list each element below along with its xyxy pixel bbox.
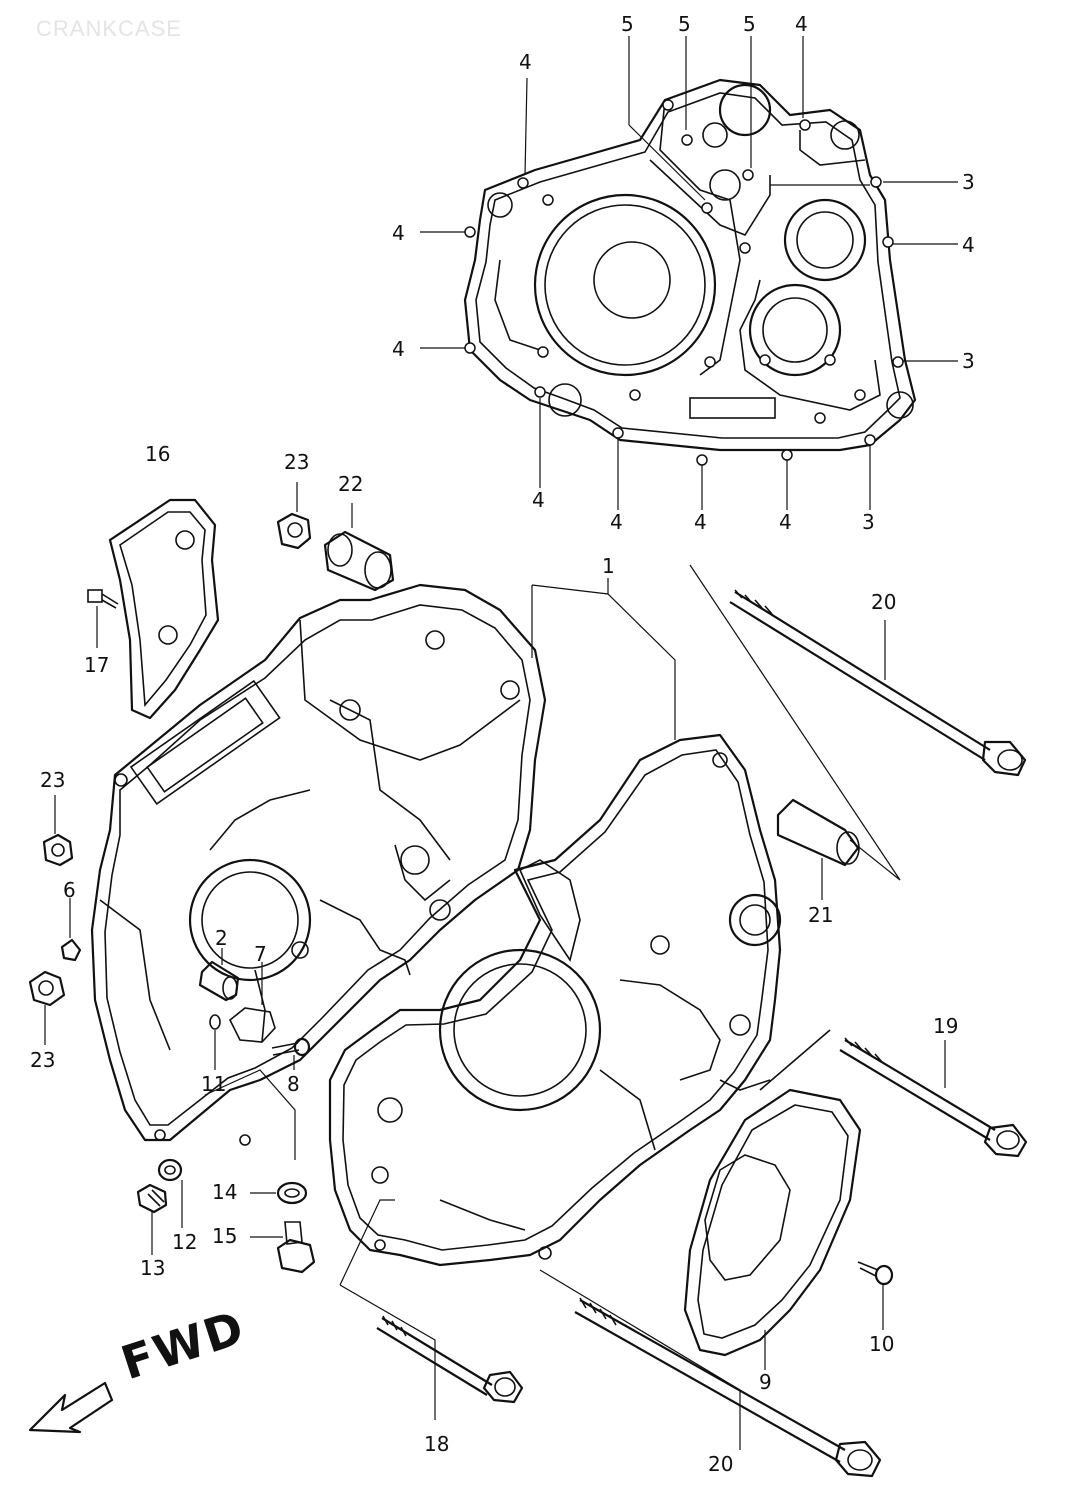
part-20-upper-bolt [689,564,1027,881]
part-11-leader [204,1069,296,1160]
callout-part-23: 23 [284,450,310,474]
part-11-oring [209,1014,221,1070]
callout-part-4: 4 [795,12,808,36]
callout-part-11: 11 [201,1072,227,1096]
callout-part-4: 4 [519,50,532,74]
callout-part-3: 3 [862,510,875,534]
callout-part-20: 20 [708,1452,734,1476]
part-9-cover [683,1029,862,1370]
part-19-bolt [839,1037,1028,1158]
part-6-plug [60,898,82,962]
page-title: CRANKCASE [36,16,182,41]
crankcase-gasket [463,78,917,466]
callout-part-23: 23 [30,1048,56,1072]
fwd-arrow-icon [28,1381,114,1434]
callout-part-14: 14 [212,1180,238,1204]
callout-part-2: 2 [215,926,228,950]
callout-part-7: 7 [254,942,267,966]
part-2-dowel [198,948,240,1002]
part-15-plug [250,1221,316,1274]
part-23-nut-left-upper [42,795,74,867]
callout-part-4: 4 [962,233,975,257]
callout-part-17: 17 [84,653,110,677]
part-20-lower-bolt [539,1269,882,1478]
callout-part-4: 4 [610,510,623,534]
callout-part-3: 3 [962,349,975,373]
callout-part-5: 5 [743,12,756,36]
callout-part-16: 16 [145,442,171,466]
part-23-nut-left-lower [28,970,66,1045]
part-7-clip [228,962,276,1043]
callout-part-23: 23 [40,768,66,792]
callout-part-18: 18 [424,1432,450,1456]
callout-part-9: 9 [759,1370,772,1394]
callout-part-3: 3 [962,170,975,194]
callout-part-1: 1 [602,554,615,578]
gasket-leader-lines [420,36,958,510]
part-8-bolt [271,1037,311,1070]
part-10-screw [857,1261,894,1330]
callout-part-22: 22 [338,472,364,496]
part-1-leader [531,578,676,740]
callout-part-10: 10 [869,1332,895,1356]
part-16-bracket [108,498,220,720]
callout-part-4: 4 [532,488,545,512]
callout-part-15: 15 [212,1224,238,1248]
callout-part-6: 6 [63,878,76,902]
callout-part-4: 4 [779,510,792,534]
callout-part-21: 21 [808,903,834,927]
callout-part-12: 12 [172,1230,198,1254]
callout-part-4: 4 [694,510,707,534]
callout-part-13: 13 [140,1256,166,1280]
part-21-dowel [776,798,860,900]
callout-part-4: 4 [392,221,405,245]
part-14-washer [250,1181,308,1205]
part-17-screw [87,589,119,648]
part-23-nut-top [276,482,312,550]
callout-part-19: 19 [933,1014,959,1038]
part-22-dowel [323,503,395,592]
callout-part-5: 5 [678,12,691,36]
callout-part-8: 8 [287,1072,300,1096]
crankcase-body [90,583,782,1267]
callout-part-20: 20 [871,590,897,614]
part-18-bolt [339,1199,524,1420]
callout-part-5: 5 [621,12,634,36]
callout-part-4: 4 [392,337,405,361]
part-13-plug [136,1183,168,1255]
part-12-washer [157,1158,183,1228]
